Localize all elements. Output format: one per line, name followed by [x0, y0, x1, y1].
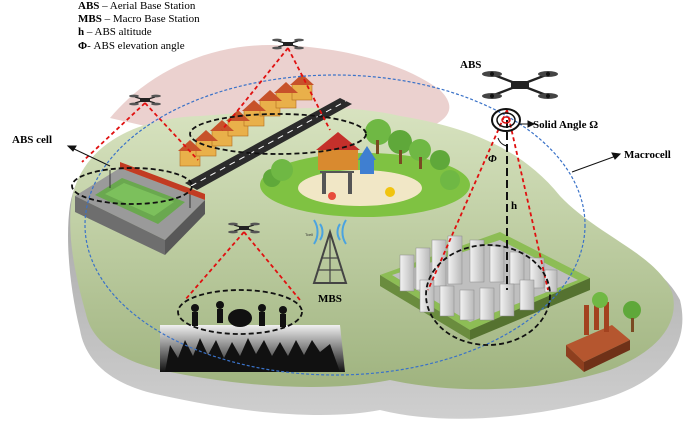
macrocell-label: Macrocell — [624, 149, 671, 161]
elevation-angle-label: Φ — [488, 153, 497, 165]
altitude-label: h — [511, 200, 517, 212]
abs-cell-concert — [177, 289, 303, 335]
legend-row-h: h – ABS altitude — [78, 26, 152, 39]
abs-drone-icon — [482, 71, 558, 99]
park-trees — [263, 119, 460, 190]
abs-coverage-cones — [81, 47, 549, 301]
solid-angle-label: Solid Angle Ω — [533, 119, 598, 131]
abs-cell-houses — [189, 113, 367, 155]
drone-icon — [272, 38, 304, 50]
drone-icon — [228, 222, 260, 234]
drone-icon — [129, 94, 161, 106]
concert-area — [160, 301, 345, 372]
elevation-angle-arc — [497, 137, 508, 147]
abs-cell-ellipses — [71, 113, 551, 346]
playground — [316, 132, 395, 200]
abs-cell-label: ABS cell — [12, 134, 52, 146]
factory — [566, 292, 641, 372]
legend-row-abs: ABS – Aerial Base Station — [78, 0, 196, 12]
abs-label: ABS — [460, 59, 481, 71]
mbs-tower — [312, 219, 348, 284]
abs-cell-stadium — [71, 167, 193, 205]
solid-angle-rings — [491, 108, 521, 132]
houses — [178, 74, 314, 167]
abs-cell-city — [425, 244, 551, 346]
macrocell-boundary — [84, 74, 586, 376]
park-path — [298, 170, 422, 206]
annotation-arrows — [66, 120, 622, 173]
road — [185, 98, 352, 190]
legend: ABS – Aerial Base Station MBS – Macro Ba… — [78, 0, 200, 53]
tower-tag-label: Tcell — [305, 232, 313, 237]
legend-row-mbs: MBS – Macro Base Station — [78, 13, 200, 26]
legend-row-phi: Φ- ABS elevation angle — [78, 39, 185, 52]
mbs-label: MBS — [318, 293, 342, 305]
